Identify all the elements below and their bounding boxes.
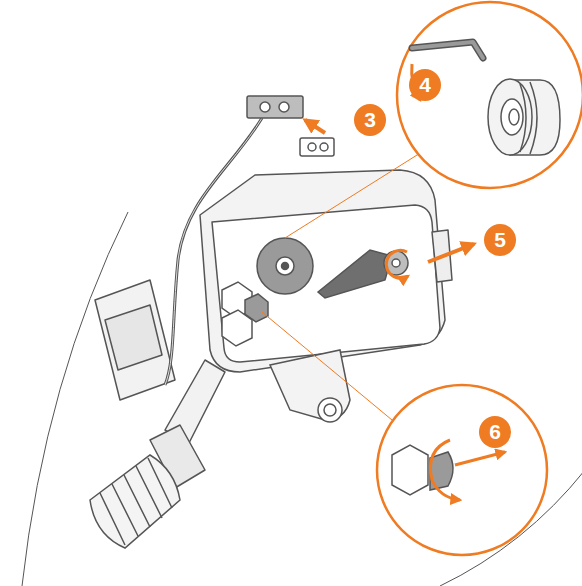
callout-number: 5 [484, 224, 516, 256]
housing [200, 170, 452, 372]
upper-connector [260, 102, 270, 112]
lower-connector [300, 138, 334, 156]
rotate-arrow [386, 250, 408, 278]
drive-knob [257, 238, 313, 294]
lower-left-arm [95, 280, 175, 400]
nut-detail [392, 445, 453, 495]
lower-connector [308, 143, 316, 151]
zoom-circle [377, 385, 547, 555]
outer-rim [22, 212, 582, 586]
housing [200, 170, 445, 372]
nut-rotate-arrow [430, 440, 460, 500]
knob-detail [509, 109, 519, 125]
hex-key [412, 42, 483, 58]
lower-connector [320, 143, 328, 151]
zoom-circle [377, 2, 582, 555]
knob-detail [530, 82, 537, 154]
lower-bracket [270, 350, 350, 422]
step-arrow [305, 120, 325, 133]
knob-detail [501, 99, 523, 135]
leader-line [285, 150, 425, 238]
lower-connector [300, 138, 334, 156]
knurled-knob [90, 455, 180, 548]
upper-connector [279, 102, 289, 112]
callout-number: 6 [479, 416, 511, 448]
zoom-circle [397, 2, 582, 188]
lower-bracket [318, 398, 342, 422]
upper-connector [247, 96, 303, 118]
knob-detail [488, 79, 532, 155]
knurled-knob [90, 455, 180, 548]
nut-detail [392, 445, 428, 495]
nut-rotate-arrow [430, 440, 505, 500]
hex-key [412, 42, 483, 58]
leader-line [262, 312, 392, 420]
hex-key-highlight [412, 42, 483, 58]
nut-rotate-arrow [455, 452, 505, 465]
tension-lever [392, 259, 400, 267]
drive-knob [276, 257, 294, 275]
nut-bolt [245, 294, 268, 322]
lower-left-arm [105, 305, 162, 370]
drive-knob [282, 263, 289, 270]
tension-lever [318, 250, 408, 298]
tension-lever [318, 250, 392, 298]
callout-number: 3 [354, 104, 386, 136]
housing [212, 205, 440, 362]
knurled-knob [100, 458, 172, 545]
upper-connector [247, 96, 303, 118]
lower-bracket [324, 404, 336, 416]
lower-left-arm [95, 280, 225, 488]
leader-line [262, 150, 425, 420]
nut-bolt [222, 282, 268, 346]
knob-detail [488, 79, 560, 155]
step-arrow [428, 244, 474, 262]
drive-knob [257, 238, 313, 294]
callout-number: 4 [409, 69, 441, 101]
